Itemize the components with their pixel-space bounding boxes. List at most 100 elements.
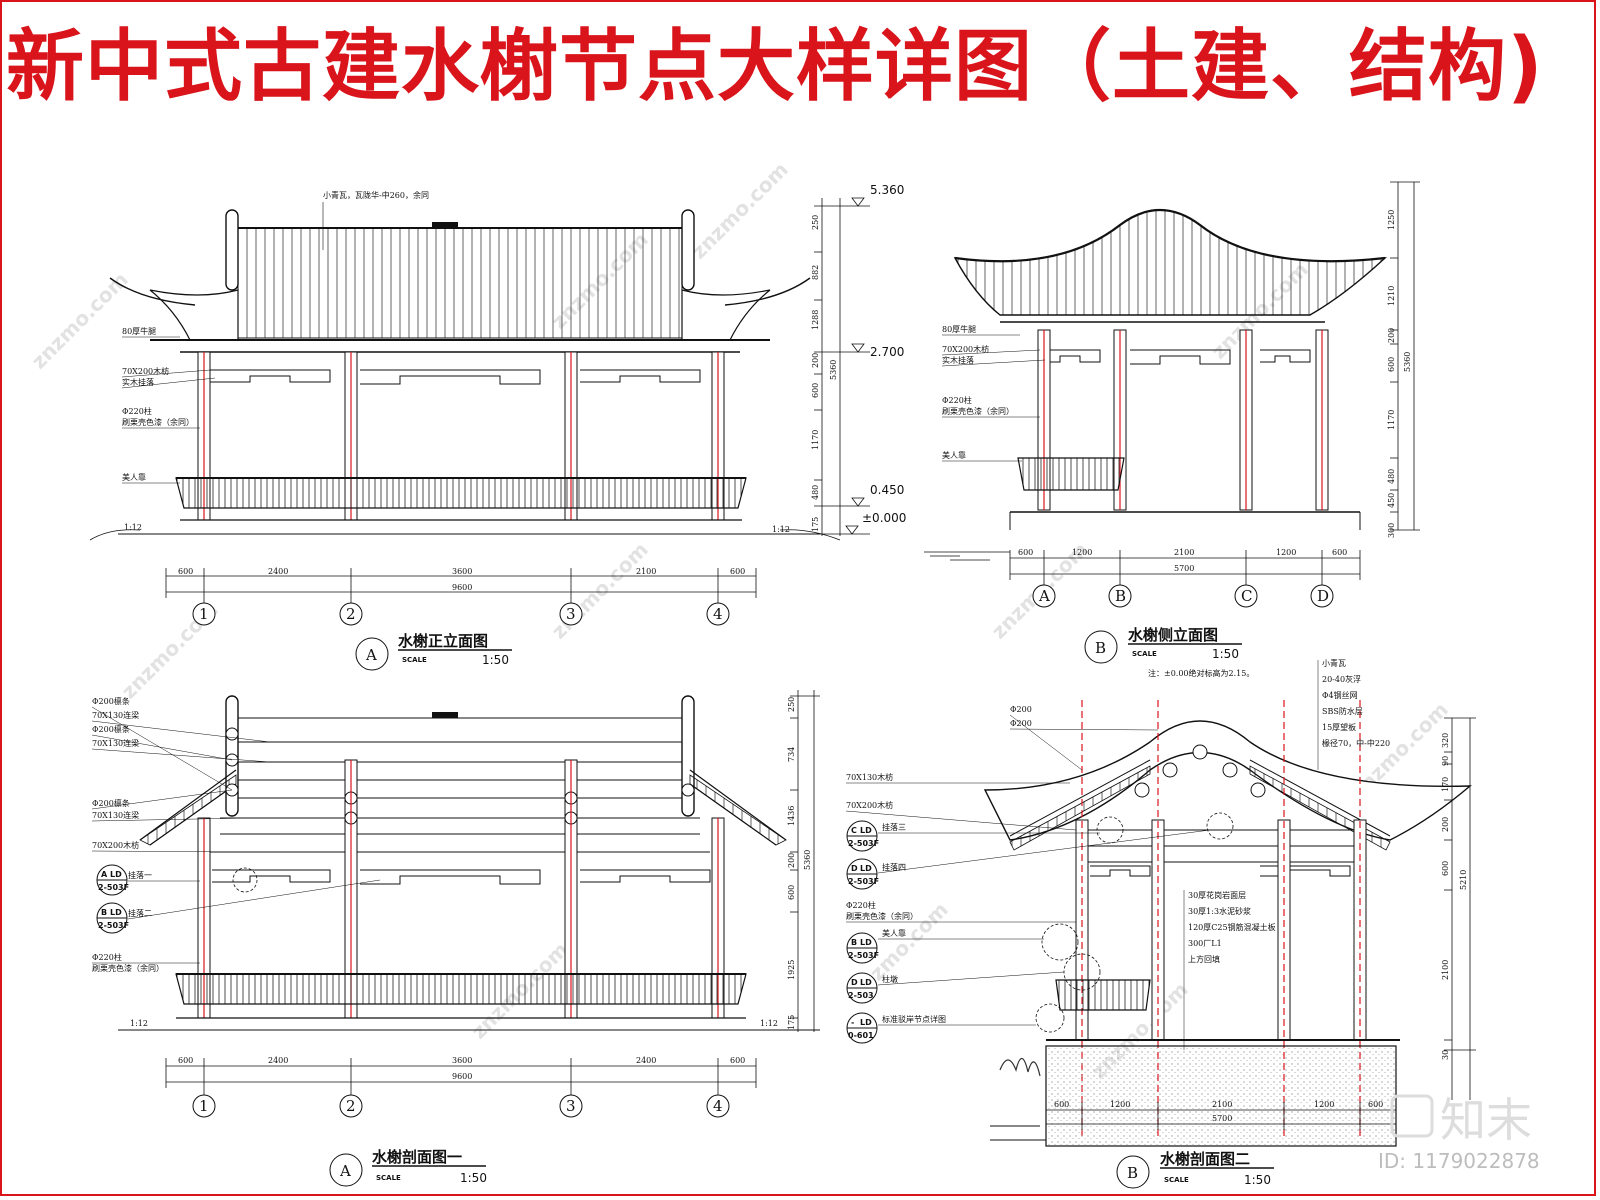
section2-hdim: 600 [1054,1100,1069,1109]
front-vdim: 882 [811,265,820,280]
section1-note: 刷栗壳色漆（余同） [92,963,164,973]
svg-text:D: D [851,864,858,873]
svg-text:30厚花岗岩面层: 30厚花岗岩面层 [1188,890,1246,900]
front-note: Φ220柱 [122,406,152,416]
side-hdim: 600 [1332,548,1347,557]
side-hdim: 2100 [1174,548,1194,557]
side-axis: B [1115,587,1126,605]
section1-axis: 2 [346,1097,356,1115]
side-vdim: 200 [1387,328,1396,343]
section1-note: 70X200木枋 [92,840,139,850]
side-htotal: 5700 [1174,564,1194,573]
svg-text:LD: LD [860,864,872,873]
front-hdim: 2100 [636,567,656,576]
section1-vdim: 600 [787,885,796,900]
section2-vdim: 170 [1441,777,1450,792]
svg-text:300厂L1: 300厂L1 [1188,939,1222,948]
side-vdim: 480 [1387,469,1396,484]
svg-text:30厚1:3水泥砂浆: 30厚1:3水泥砂浆 [1188,906,1251,916]
watermark-text: znzmo.com [547,537,653,643]
section1-hdim: 600 [730,1056,745,1065]
side-axis: A [1038,587,1050,605]
side-scale: 1:50 [1212,647,1239,661]
section2-note: Φ220柱 [846,900,876,910]
front-level: 0.450 [870,483,904,497]
section-one: 1:12 1:12 Φ200檩条 70X130连梁 Φ200檩条 70X130连… [91,690,820,1187]
section2-vdim: 90 [1441,756,1450,766]
front-note: 80厚牛腿 [122,326,156,336]
front-top-note: 小青瓦，瓦陇华-中260，余同 [323,190,429,200]
image-id: ID: 1179022878 [1378,1149,1540,1173]
front-htotal: 9600 [452,583,472,592]
svg-text:C: C [851,826,857,835]
section1-slope: 1:12 [760,1019,778,1028]
svg-text:2-503F: 2-503F [848,877,879,886]
svg-text:SBS防水层: SBS防水层 [1322,706,1363,716]
section1-vdim: 250 [787,697,796,712]
section2-tag-d2: D LD 2-503 柱墩 [846,971,1065,1004]
section1-note: Φ200檩条 [92,724,130,734]
front-hdim: 600 [730,567,745,576]
svg-text:15厚望板: 15厚望板 [1322,722,1356,732]
side-view-letter: B [1095,639,1106,657]
side-note: 实木挂落 [942,355,974,365]
section1-note: Φ200檩条 [92,696,130,706]
section1-view-title: 水榭剖面图一 [372,1148,462,1166]
side-scale-label: SCALE [1132,650,1157,658]
svg-text:LD: LD [860,978,872,987]
svg-text:LD: LD [860,1018,872,1027]
svg-text:20-40灰浮: 20-40灰浮 [1322,674,1361,684]
section2-note: 70X130木枋 [846,772,893,782]
side-hdim: 1200 [1276,548,1296,557]
side-vdim: 600 [1387,357,1396,372]
page-title: 新中式古建水榭节点大样详图（土建、结构) [6,22,1544,112]
section2-tag-b: B LD 2-503F 美人靠 [846,928,1044,964]
section1-note: 70X130连梁 [92,738,139,748]
front-hdim: 2400 [268,567,288,576]
front-scale-label: SCALE [402,656,427,664]
side-note: 70X200木枋 [942,344,989,354]
section1-view-letter: A [339,1162,351,1180]
section2-hdim: 1200 [1314,1100,1334,1109]
front-axis: 2 [346,605,356,623]
svg-text:挂落一: 挂落一 [128,870,152,880]
svg-text:2-503: 2-503 [848,991,874,1000]
section1-note: Φ200檩条 [92,798,130,808]
section1-tag-b: B LD 2-503F 挂落二 [96,879,381,934]
section2-tag-c: C LD 2-503F 挂落三 [846,820,1100,852]
svg-text:椽径70，中-中220: 椽径70，中-中220 [1322,738,1390,748]
brand-watermark: 知末 ID: 1179022878 [1378,1093,1540,1173]
front-vdim: 200 [811,353,820,368]
section1-hdim: 2400 [636,1056,656,1065]
section2-tag-e: - LD 0-601 标准驳岸节点详图 [846,1012,1036,1044]
svg-text:柱墩: 柱墩 [882,974,898,984]
section2-vdim: 30 [1441,1050,1450,1060]
section1-vtotal: 5360 [803,850,812,870]
side-axis: D [1317,587,1329,605]
side-vdim: 450 [1387,493,1396,508]
side-elevation: 80厚牛腿 70X200木枋 实木挂落 Φ220柱 刷栗壳色漆（余同） 美人靠 [924,181,1420,678]
svg-text:2-503F: 2-503F [848,839,879,848]
front-axis: 3 [566,605,576,623]
section2-vdim: 200 [1441,817,1450,832]
section2-note: 刷栗壳色漆（余同） [846,911,918,921]
section2-vdim: 2100 [1441,960,1450,980]
section2-view-title: 水榭剖面图二 [1160,1150,1250,1168]
svg-text:美人靠: 美人靠 [882,928,906,938]
section1-axis: 1 [199,1097,209,1115]
section2-note: 70X200木枋 [846,800,893,810]
front-vdim: 480 [811,485,820,500]
svg-text:0-601: 0-601 [848,1031,874,1040]
svg-text:上方回填: 上方回填 [1188,954,1220,964]
section1-vdim: 734 [787,747,796,762]
front-view-title: 水榭正立面图 [398,632,488,650]
section2-hdim: 600 [1368,1100,1383,1109]
front-vtotal: 5360 [829,360,838,380]
svg-text:2-503F: 2-503F [98,921,129,930]
front-view-letter: A [365,646,377,664]
section2-vdim: 320 [1441,733,1450,748]
side-vdim: 300 [1387,523,1396,538]
section2-scale: 1:50 [1244,1173,1271,1187]
section2-hdim: 2100 [1212,1100,1232,1109]
